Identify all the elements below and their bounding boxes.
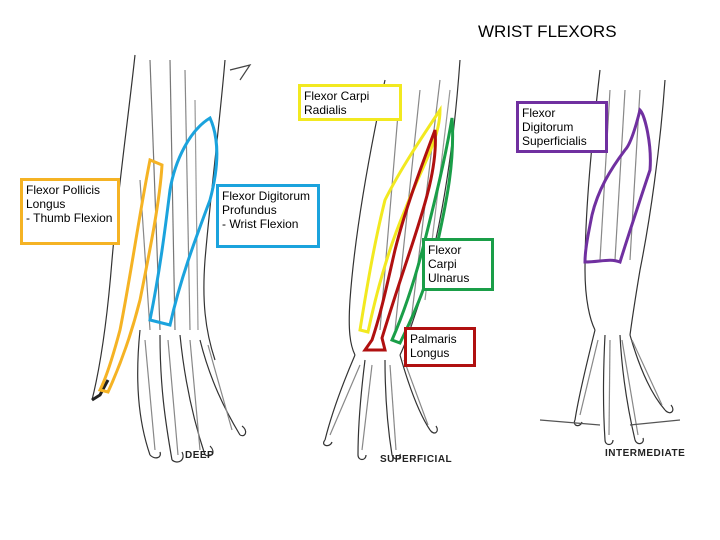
intermediate-arm <box>539 69 681 446</box>
fdp-outline <box>148 115 219 327</box>
label-flexor-carpi-radialis: Flexor Carpi Radialis <box>298 84 402 121</box>
label-flexor-digitorum-superficialis: Flexor Digitorum Superficialis <box>516 101 608 153</box>
label-name: Palmaris Longus <box>410 332 457 360</box>
panel-caption-deep: DEEP <box>185 450 214 461</box>
fpl-outline <box>97 157 164 394</box>
label-name: Flexor Digitorum Profundus <box>222 189 311 217</box>
label-name: Flexor Pollicis Longus <box>26 183 101 211</box>
label-flexor-pollicis-longus: Flexor Pollicis Longus - Thumb Flexion <box>20 178 120 245</box>
label-flexor-digitorum-profundus: Flexor Digitorum Profundus - Wrist Flexi… <box>216 184 320 248</box>
label-action: - Thumb Flexion <box>26 211 113 225</box>
deep-arm <box>91 54 252 463</box>
fds-outline <box>583 107 652 264</box>
label-name: Flexor Carpi Ulnarus <box>428 243 470 285</box>
label-name: Flexor Carpi Radialis <box>304 89 370 117</box>
pl-outline <box>362 129 437 352</box>
label-flexor-carpi-ulnarus: Flexor Carpi Ulnarus <box>422 238 494 291</box>
panel-caption-intermediate: INTERMEDIATE <box>605 448 685 459</box>
label-name: Flexor Digitorum Superficialis <box>522 106 587 148</box>
label-action: - Wrist Flexion <box>222 217 299 231</box>
panel-caption-superficial: SUPERFICIAL <box>380 454 452 465</box>
fcu-outline <box>389 117 455 345</box>
label-palmaris-longus: Palmaris Longus <box>404 327 476 367</box>
slide-title: WRIST FLEXORS <box>478 22 617 41</box>
